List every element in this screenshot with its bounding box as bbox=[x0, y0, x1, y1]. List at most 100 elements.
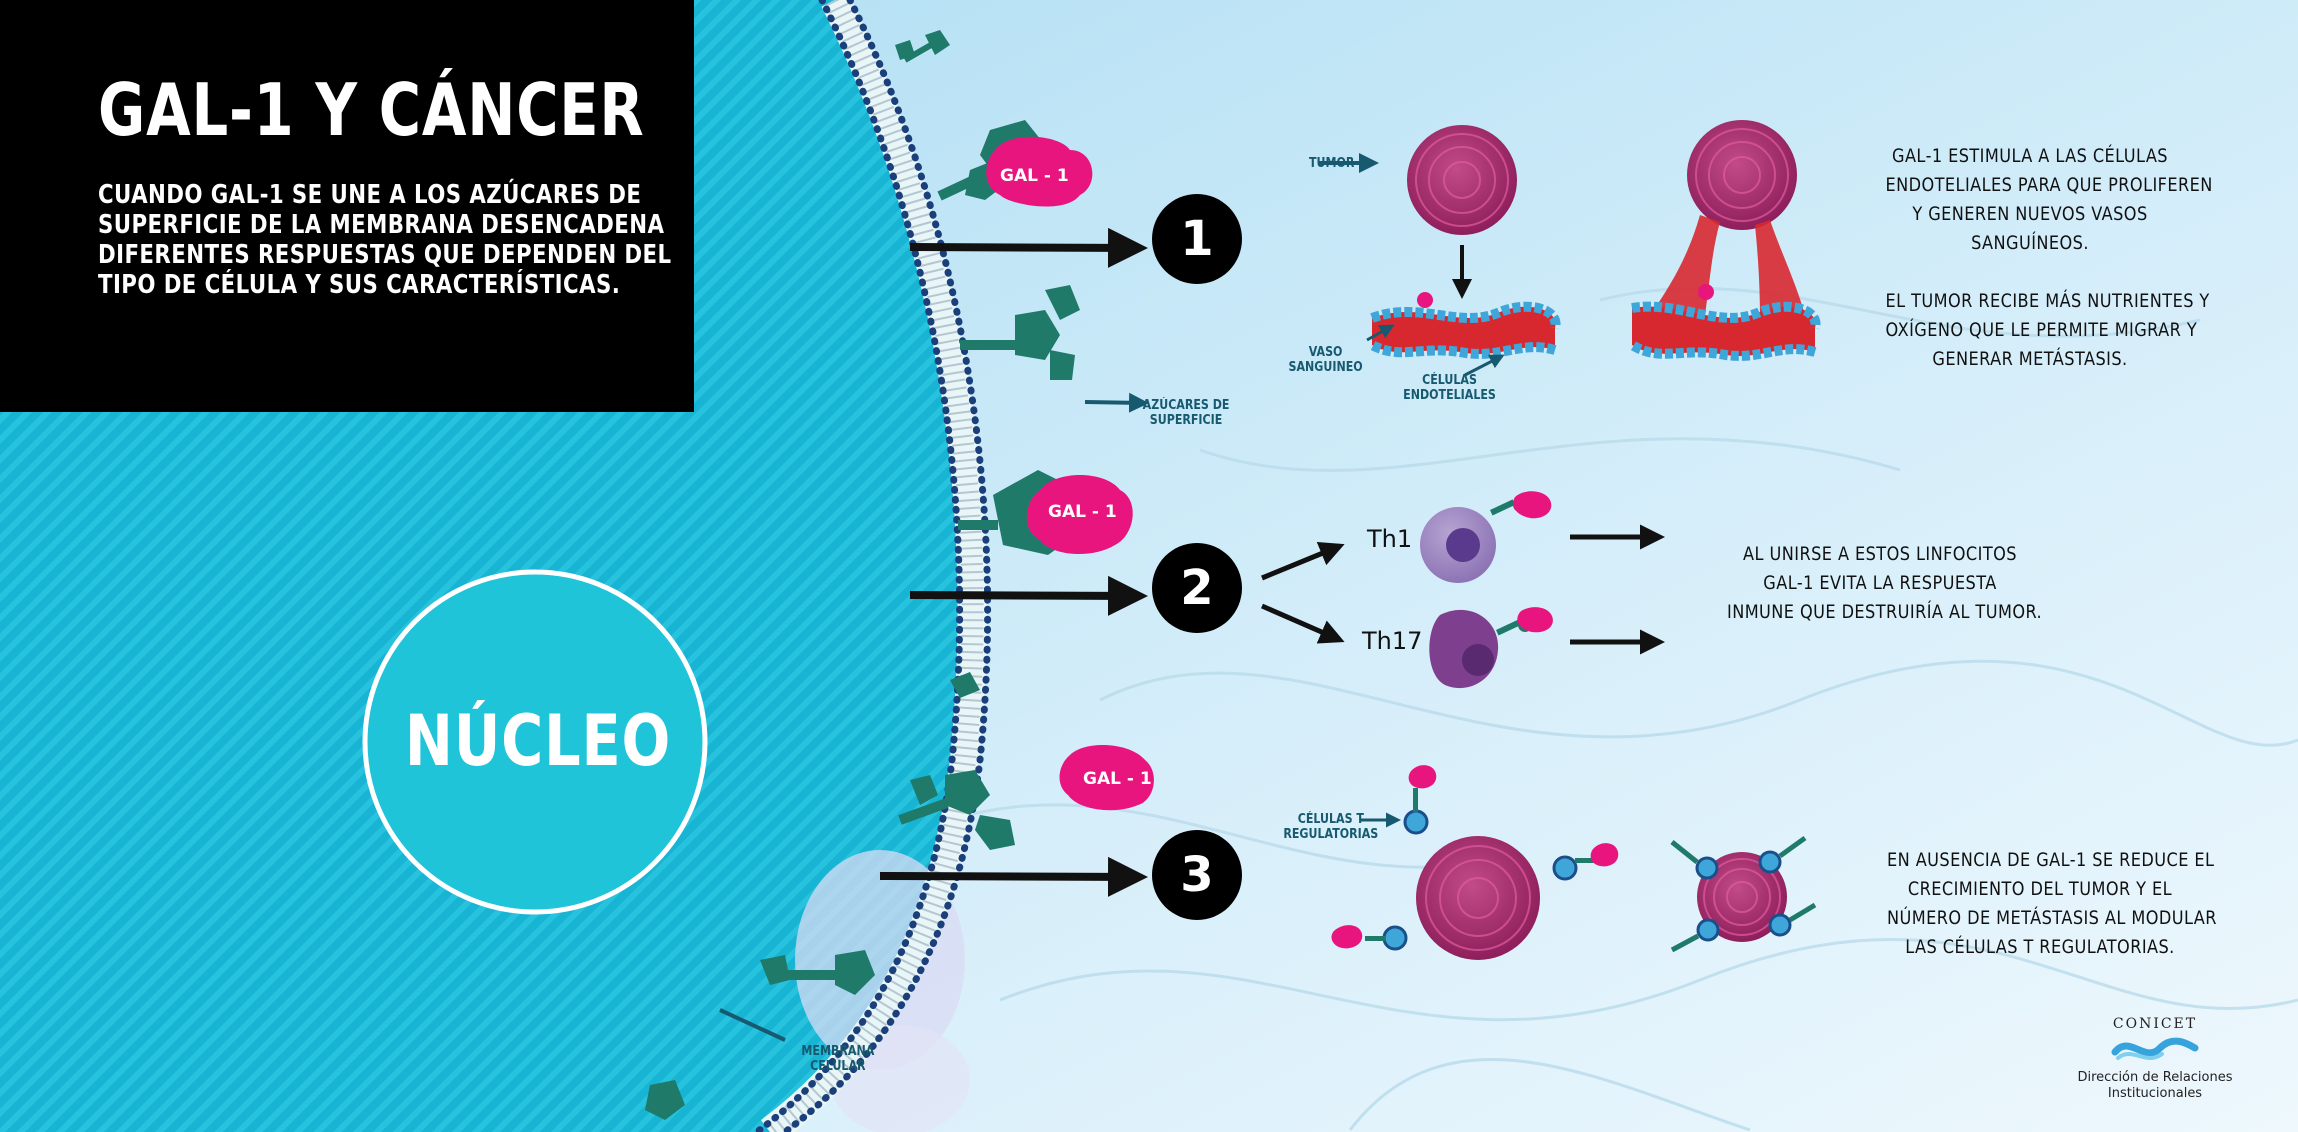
description-line: GAL-1 ESTIMULA A LAS CÉLULAS bbox=[1892, 145, 2168, 167]
treg-cell bbox=[1552, 855, 1578, 881]
treg-label: CÉLULAS T REGULATORIAS bbox=[1283, 812, 1378, 842]
arrow-to-step-2 bbox=[909, 575, 1148, 616]
intro-text: CUANDO GAL-1 SE UNE A LOS AZÚCARES DE SU… bbox=[98, 180, 688, 300]
gal1-protein-3 bbox=[1059, 744, 1154, 811]
arrow-to-th1 bbox=[1261, 542, 1345, 581]
dept-line: Dirección de Relaciones bbox=[2077, 1070, 2233, 1085]
intro-line: TIPO DE CÉLULA Y SUS CARACTERÍSTICAS. bbox=[98, 270, 621, 300]
treg-receptors bbox=[1670, 835, 1817, 953]
sugar-cluster-7 bbox=[895, 30, 950, 63]
treg-cells-without-gal1 bbox=[1695, 850, 1792, 942]
gal1-badge: GAL - 1 bbox=[1048, 502, 1117, 522]
tumor bbox=[1407, 125, 1517, 235]
main-arrows bbox=[879, 227, 1148, 897]
tumor bbox=[1416, 836, 1540, 960]
department-name: Dirección de Relaciones Institucionales bbox=[2060, 1070, 2250, 1102]
label-line: SANGUINEO bbox=[1288, 360, 1363, 375]
step-2-illustration bbox=[1261, 491, 1665, 689]
conicet-logo: CONICET Dirección de Relaciones Instituc… bbox=[2060, 1016, 2250, 1102]
gal1-protein-1 bbox=[986, 136, 1093, 207]
step-number-3: 3 bbox=[1152, 830, 1242, 920]
label-line: REGULATORIAS bbox=[1283, 827, 1379, 842]
sugar-cluster-2 bbox=[960, 285, 1080, 380]
gal1-mini bbox=[1698, 284, 1714, 300]
sugar-cluster-5 bbox=[760, 950, 875, 995]
gal1-badge: GAL - 1 bbox=[1083, 769, 1152, 789]
sugar-pointer-arrow bbox=[1084, 392, 1149, 413]
description-line: CRECIMIENTO DEL TUMOR Y EL bbox=[1907, 878, 2173, 900]
description-line: EN AUSENCIA DE GAL-1 SE REDUCE EL bbox=[1887, 849, 2215, 871]
logo-wave-icon bbox=[2111, 1037, 2199, 1060]
tumor-texture bbox=[1415, 133, 1509, 227]
membrane-pointer bbox=[719, 1008, 786, 1042]
gal1-on-th17 bbox=[1517, 607, 1553, 633]
description-line: AL UNIRSE A ESTOS LINFOCITOS bbox=[1743, 543, 2017, 565]
sugar-cluster-4 bbox=[898, 770, 1015, 850]
logo-text: CONICET bbox=[2112, 1016, 2198, 1032]
label-line: ENDOTELIALES bbox=[1403, 388, 1496, 403]
tumor-label: TUMOR bbox=[1309, 156, 1355, 171]
label-line: VASO bbox=[1308, 345, 1343, 360]
step-1-illustration bbox=[1318, 120, 1821, 377]
gal1-on-treg bbox=[1331, 925, 1363, 949]
vessel-pointer bbox=[1366, 324, 1395, 342]
tumor-reduced bbox=[1697, 852, 1787, 942]
th1-nucleus bbox=[1446, 528, 1480, 562]
description-line: Y GENEREN NUEVOS VASOS bbox=[1912, 203, 2148, 225]
arrow-to-step-1 bbox=[909, 227, 1148, 268]
description-line bbox=[1886, 258, 2175, 287]
description-line: GAL-1 EVITA LA RESPUESTA bbox=[1763, 572, 1997, 594]
step-3-illustration bbox=[1331, 765, 1817, 960]
arrow-to-step-3 bbox=[879, 856, 1148, 897]
page-title: GAL-1 Y CÁNCER bbox=[98, 68, 645, 152]
membrane-label: MEMBRANA CELULAR bbox=[801, 1044, 874, 1074]
step-2-description: AL UNIRSE A ESTOS LINFOCITOS GAL-1 EVITA… bbox=[1727, 540, 2043, 627]
intro-line: CUANDO GAL-1 SE UNE A LOS AZÚCARES DE bbox=[98, 180, 642, 210]
gal1-mini bbox=[1417, 292, 1433, 308]
description-line: OXÍGENO QUE LE PERMITE MIGRAR Y bbox=[1885, 319, 2198, 341]
intro-line: DIFERENTES RESPUESTAS QUE DEPENDEN DEL bbox=[98, 240, 672, 270]
description-line: ENDOTELIALES PARA QUE PROLIFEREN bbox=[1885, 174, 2213, 196]
description-line: INMUNE QUE DESTRUIRÍA AL TUMOR. bbox=[1727, 601, 2043, 623]
step-number-1: 1 bbox=[1152, 194, 1242, 284]
blood-vessel bbox=[1632, 306, 1816, 356]
gal1-on-th1 bbox=[1513, 491, 1552, 519]
endothelial-row bbox=[1631, 301, 1821, 330]
label-line: MEMBRANA bbox=[801, 1044, 875, 1059]
tumor-vascularized bbox=[1687, 120, 1797, 230]
title-panel bbox=[0, 0, 694, 412]
step-1-description: GAL-1 ESTIMULA A LAS CÉLULAS ENDOTELIALE… bbox=[1885, 142, 2213, 374]
label-line: AZÚCARES DE bbox=[1142, 398, 1230, 413]
label-line: CELULAR bbox=[810, 1059, 866, 1074]
endothelial-label: CÉLULAS ENDOTELIALES bbox=[1403, 373, 1496, 403]
background-fibers bbox=[949, 286, 2298, 1132]
sugar-cluster-6 bbox=[645, 1080, 685, 1120]
endothelial-pointer bbox=[1464, 354, 1505, 377]
surface-sugars-label: AZÚCARES DE SUPERFICIE bbox=[1143, 398, 1230, 428]
endothelial-row bbox=[1369, 340, 1557, 359]
label-line: CÉLULAS bbox=[1422, 373, 1477, 388]
sugar-cluster-8 bbox=[950, 672, 980, 698]
gal1-on-treg bbox=[1408, 765, 1437, 789]
th17-nucleus bbox=[1462, 644, 1494, 676]
gal1-on-treg bbox=[1590, 843, 1619, 867]
tumor-texture bbox=[1695, 128, 1789, 222]
description-line: EL TUMOR RECIBE MÁS NUTRIENTES Y bbox=[1885, 290, 2210, 312]
description-line: GENERAR METÁSTASIS. bbox=[1932, 348, 2128, 370]
treg-receptor bbox=[1575, 858, 1595, 863]
treg-receptor bbox=[1413, 788, 1418, 812]
label-line: CÉLULAS T bbox=[1297, 812, 1364, 827]
th1-label: Th1 bbox=[1367, 525, 1413, 553]
endothelial-row bbox=[1370, 301, 1561, 330]
dept-line: Institucionales bbox=[2107, 1086, 2203, 1101]
gal1-badge: GAL - 1 bbox=[1000, 166, 1069, 186]
intro-line: SUPERFICIE DE LA MEMBRANA DESENCADENA bbox=[98, 210, 665, 240]
treg-receptor bbox=[1365, 936, 1385, 941]
tumor-texture bbox=[1425, 845, 1531, 951]
nucleus bbox=[362, 569, 708, 915]
description-line: NÚMERO DE METÁSTASIS AL MODULAR bbox=[1887, 907, 2217, 929]
step-3-description: EN AUSENCIA DE GAL-1 SE REDUCE EL CRECIM… bbox=[1887, 846, 2217, 962]
blood-vessel bbox=[1372, 306, 1556, 354]
